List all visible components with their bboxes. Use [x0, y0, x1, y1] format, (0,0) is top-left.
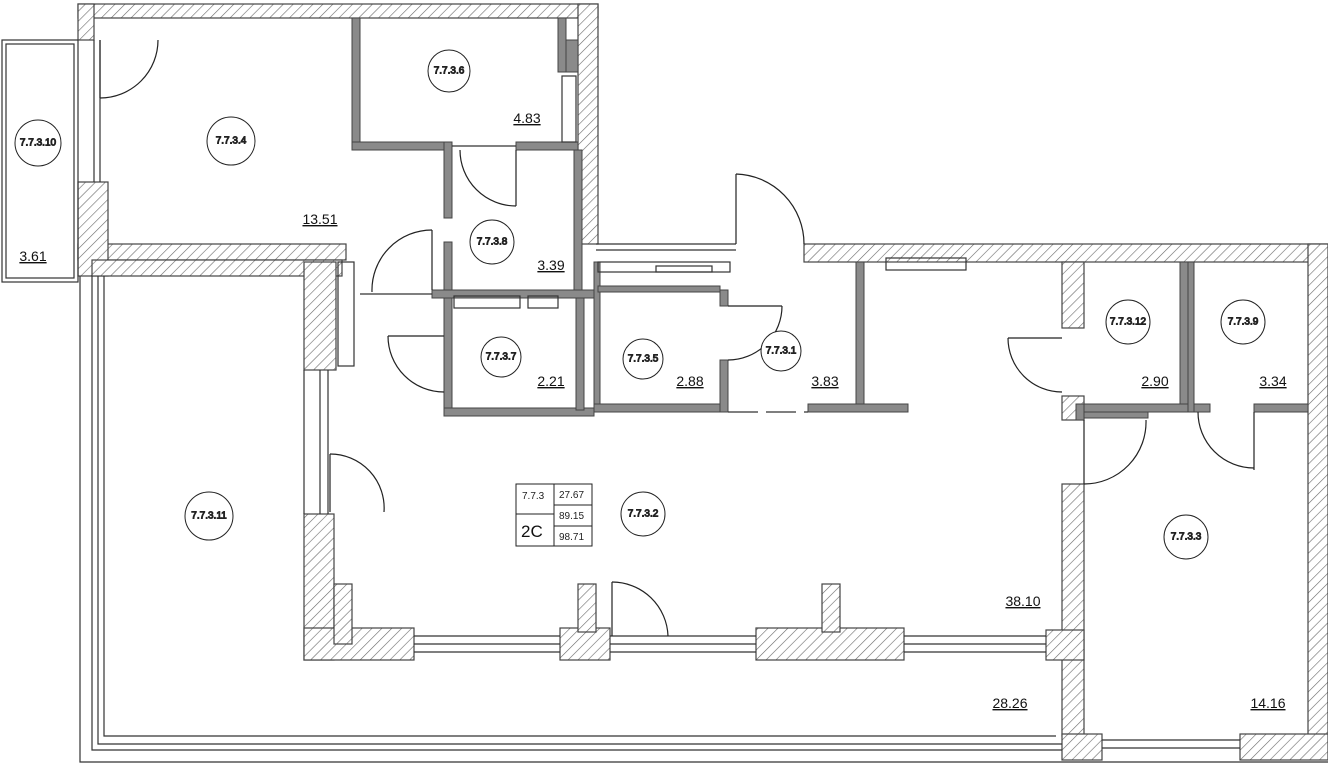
room-id-label: 7.7.3.9 — [1228, 317, 1259, 328]
room-7.7.3.7[interactable]: 7.7.3.7 — [480, 336, 522, 378]
door-swings — [99, 39, 1255, 637]
outline-lines — [1, 39, 1328, 763]
room-markers: 7.7.3.1 7.7.3.2 7.7.3.3 7.7.3.4 7.7.3.5 … — [14, 49, 1266, 560]
room-id-label: 7.7.3.7 — [486, 352, 517, 363]
total-area: 89.15 — [559, 511, 584, 522]
area-label-7.7.3.1: 3.83 — [811, 373, 838, 389]
area-labels: 38.10 14.16 13.51 2.88 4.83 2.21 3.39 3.… — [19, 110, 1286, 711]
partitions — [351, 17, 1309, 421]
room-7.7.3.2[interactable]: 7.7.3.2 — [620, 491, 666, 537]
area-label-7.7.3.5: 2.88 — [676, 373, 703, 389]
area-label-7.7.3.7: 2.21 — [537, 373, 564, 389]
room-7.7.3.11[interactable]: 7.7.3.11 — [184, 491, 234, 541]
room-id-label: 7.7.3.6 — [434, 66, 465, 77]
area-label-7.7.3.11: 28.26 — [992, 695, 1027, 711]
apartment-tag: 7.7.3 2С 27.67 89.15 98.71 — [515, 483, 593, 547]
area-label-7.7.3.10: 3.61 — [19, 248, 46, 264]
area-label-7.7.3.8: 3.39 — [537, 257, 564, 273]
room-7.7.3.9[interactable]: 7.7.3.9 — [1220, 299, 1266, 345]
total-area-with-balcony: 98.71 — [559, 532, 584, 543]
area-label-7.7.3.9: 3.34 — [1259, 373, 1286, 389]
room-7.7.3.4[interactable]: 7.7.3.4 — [206, 116, 256, 166]
room-7.7.3.8[interactable]: 7.7.3.8 — [469, 219, 515, 265]
room-7.7.3.1[interactable]: 7.7.3.1 — [760, 330, 802, 372]
apartment-id: 7.7.3 — [522, 491, 545, 502]
room-7.7.3.10[interactable]: 7.7.3.10 — [14, 119, 62, 167]
room-id-label: 7.7.3.5 — [628, 354, 659, 365]
room-id-label: 7.7.3.4 — [216, 136, 247, 147]
area-label-7.7.3.4: 13.51 — [302, 211, 337, 227]
area-label-7.7.3.3: 14.16 — [1250, 695, 1285, 711]
room-id-label: 7.7.3.10 — [20, 138, 57, 149]
room-id-label: 7.7.3.12 — [1110, 317, 1147, 328]
area-label-7.7.3.6: 4.83 — [513, 110, 540, 126]
room-id-label: 7.7.3.8 — [477, 237, 508, 248]
room-id-label: 7.7.3.1 — [766, 346, 797, 357]
apartment-type: 2С — [521, 522, 543, 541]
room-id-label: 7.7.3.3 — [1171, 532, 1202, 543]
room-7.7.3.6[interactable]: 7.7.3.6 — [427, 49, 471, 93]
living-area: 27.67 — [559, 490, 584, 501]
walls — [77, 3, 1328, 761]
room-7.7.3.5[interactable]: 7.7.3.5 — [622, 338, 664, 380]
area-label-7.7.3.2: 38.10 — [1005, 593, 1040, 609]
room-id-label: 7.7.3.11 — [191, 511, 227, 522]
room-7.7.3.3[interactable]: 7.7.3.3 — [1163, 514, 1209, 560]
area-label-7.7.3.12: 2.90 — [1141, 373, 1168, 389]
room-id-label: 7.7.3.2 — [628, 509, 659, 520]
room-7.7.3.12[interactable]: 7.7.3.12 — [1105, 299, 1151, 345]
